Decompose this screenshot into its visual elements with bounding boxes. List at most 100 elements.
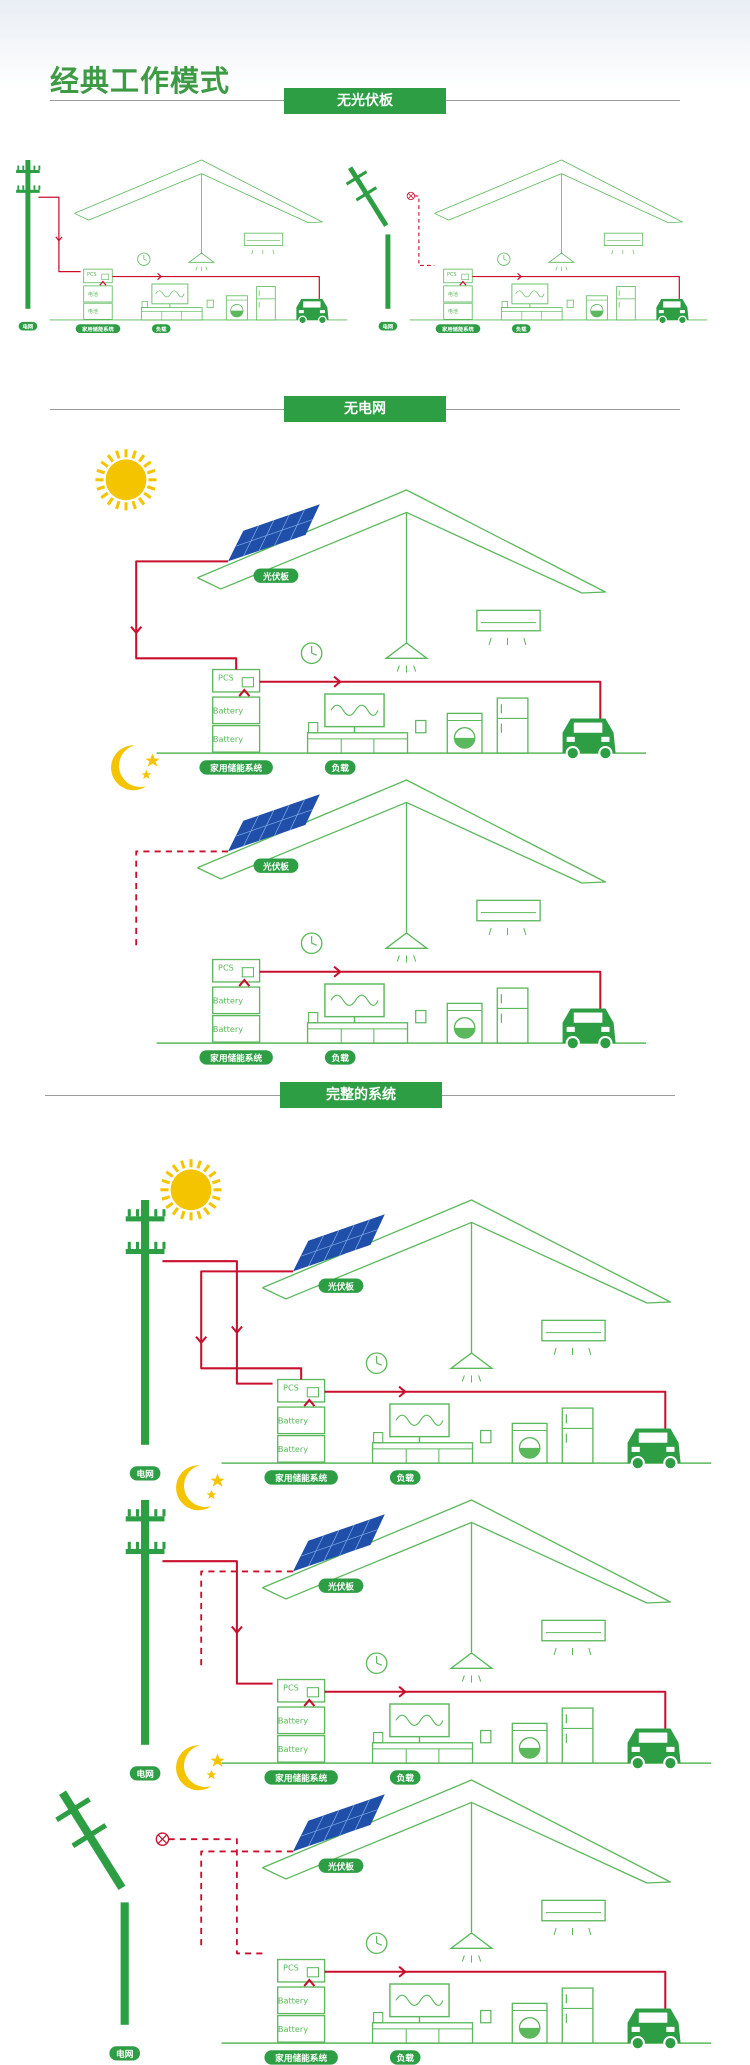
tv-icon xyxy=(324,693,385,728)
ac-air xyxy=(488,927,492,936)
storage-system-label xyxy=(435,324,481,333)
battery-label: 电池 xyxy=(448,291,458,298)
car-wheel xyxy=(658,315,667,325)
grid-pole xyxy=(16,160,41,309)
house-roof xyxy=(197,489,607,594)
car-window xyxy=(638,1732,668,1743)
pcs-indicator xyxy=(101,273,109,280)
washer-water xyxy=(454,1027,475,1039)
grid-pole xyxy=(125,1500,166,1745)
car-light xyxy=(666,1446,675,1452)
lamp-ray xyxy=(555,266,558,271)
pole-insulator xyxy=(33,185,36,190)
battery-module-icon xyxy=(443,302,473,320)
car-light xyxy=(566,1026,575,1032)
clock-hand xyxy=(376,1362,382,1366)
scene-no-grid-day: PCSBatteryBattery家用储能系统负载光伏板 xyxy=(95,449,647,775)
pv-idle-wire xyxy=(200,1570,293,1669)
storage-system-label xyxy=(264,1470,338,1485)
pole-insulator xyxy=(33,165,36,170)
load-label xyxy=(324,1050,356,1065)
battery-label: Battery xyxy=(278,1715,308,1725)
broken-pole-top xyxy=(55,1790,126,1891)
grid-feed-wire xyxy=(38,196,81,273)
pole-insulator xyxy=(162,1509,166,1517)
moon-icon xyxy=(176,1745,212,1791)
wall-clock-icon xyxy=(300,932,323,955)
load-label xyxy=(389,2050,421,2065)
tv-cabinet xyxy=(500,307,563,321)
sun-ray xyxy=(211,1178,221,1185)
pole-crossarm xyxy=(125,1216,165,1222)
lamp-ray xyxy=(205,266,208,271)
sun-ray xyxy=(131,450,137,459)
battery-label: Battery xyxy=(278,2024,308,2034)
grid-label-text: 电网 xyxy=(136,1468,154,1480)
lamp-ray xyxy=(478,1675,482,1682)
load-label-text: 负载 xyxy=(397,1772,415,1784)
section-title-full-system: 完整的系统 xyxy=(280,1082,442,1108)
car-wheel xyxy=(663,1456,678,1471)
storage-system-label-text: 家用储能系统 xyxy=(442,325,474,333)
air-conditioner-icon xyxy=(476,899,541,922)
refrigerator-icon xyxy=(561,1987,594,2044)
pcs-indicator xyxy=(306,1387,320,1398)
pv-panel-label-text: 光伏板 xyxy=(262,860,289,872)
pole-insulator xyxy=(154,1209,158,1217)
car-light xyxy=(319,310,325,314)
ac-air xyxy=(588,1647,592,1656)
car-light xyxy=(666,2026,675,2032)
battery-module-icon xyxy=(212,1014,261,1043)
scene-no-pv-outage: PCS电池电池家用储能系统负载电网 xyxy=(345,159,708,333)
power-bus-wire xyxy=(324,1970,667,2009)
grid-label xyxy=(18,321,38,331)
lamp-ray xyxy=(478,1375,482,1382)
tv-icon xyxy=(324,983,385,1018)
pole-insulator xyxy=(127,1509,131,1517)
speaker-icon xyxy=(566,299,574,308)
grid-pole xyxy=(345,166,391,309)
flow-arrow xyxy=(231,1325,243,1335)
tv-screen-wave xyxy=(330,704,379,716)
pole-crossarm xyxy=(125,1516,165,1522)
battery-module-icon xyxy=(212,724,261,753)
sun-ray xyxy=(106,454,115,463)
speaker-icon xyxy=(415,719,427,734)
battery-module-icon xyxy=(277,1706,326,1735)
section-title-no-pv: 无光伏板 xyxy=(284,88,446,114)
tv-screen-wave xyxy=(395,1994,444,2006)
power-bus-wire xyxy=(259,970,602,1009)
storage-system-label-text: 家用储能系统 xyxy=(82,325,114,333)
car-wheel xyxy=(298,315,307,325)
page-title: 经典工作模式 xyxy=(50,64,231,98)
flow-arrow xyxy=(99,280,107,286)
car-window xyxy=(573,722,603,733)
section-title-no-grid: 无电网 xyxy=(284,396,446,422)
washing-machine-icon xyxy=(446,712,483,754)
grid-idle-wire xyxy=(168,1838,263,1955)
washer-water xyxy=(454,737,475,749)
ac-air xyxy=(611,249,614,255)
tv-screen-wave xyxy=(155,290,185,298)
grid-label xyxy=(129,1766,161,1781)
pcs-label: PCS xyxy=(87,272,97,278)
car-wheel xyxy=(565,1036,580,1051)
ac-air xyxy=(588,1347,592,1356)
air-conditioner-icon xyxy=(541,1619,606,1642)
ceiling-lamp-icon xyxy=(384,642,429,659)
air-conditioner-icon xyxy=(603,232,644,246)
pcs-label: PCS xyxy=(218,963,234,973)
battery-module-icon xyxy=(277,2014,326,2043)
disconnect-x xyxy=(408,193,414,199)
power-bus-wire xyxy=(324,1390,667,1429)
sun-ray xyxy=(115,450,121,459)
scene-full-night-outage: PCSBatteryBattery家用储能系统负载光伏板电网 xyxy=(55,1745,712,2065)
ac-air xyxy=(272,249,275,255)
flow-arrow xyxy=(517,272,523,281)
flow-arrow xyxy=(398,1385,407,1398)
sun-ray xyxy=(115,500,121,510)
sun-ray xyxy=(202,1207,211,1216)
car-light xyxy=(601,1026,610,1032)
speaker-icon xyxy=(480,2009,492,2024)
